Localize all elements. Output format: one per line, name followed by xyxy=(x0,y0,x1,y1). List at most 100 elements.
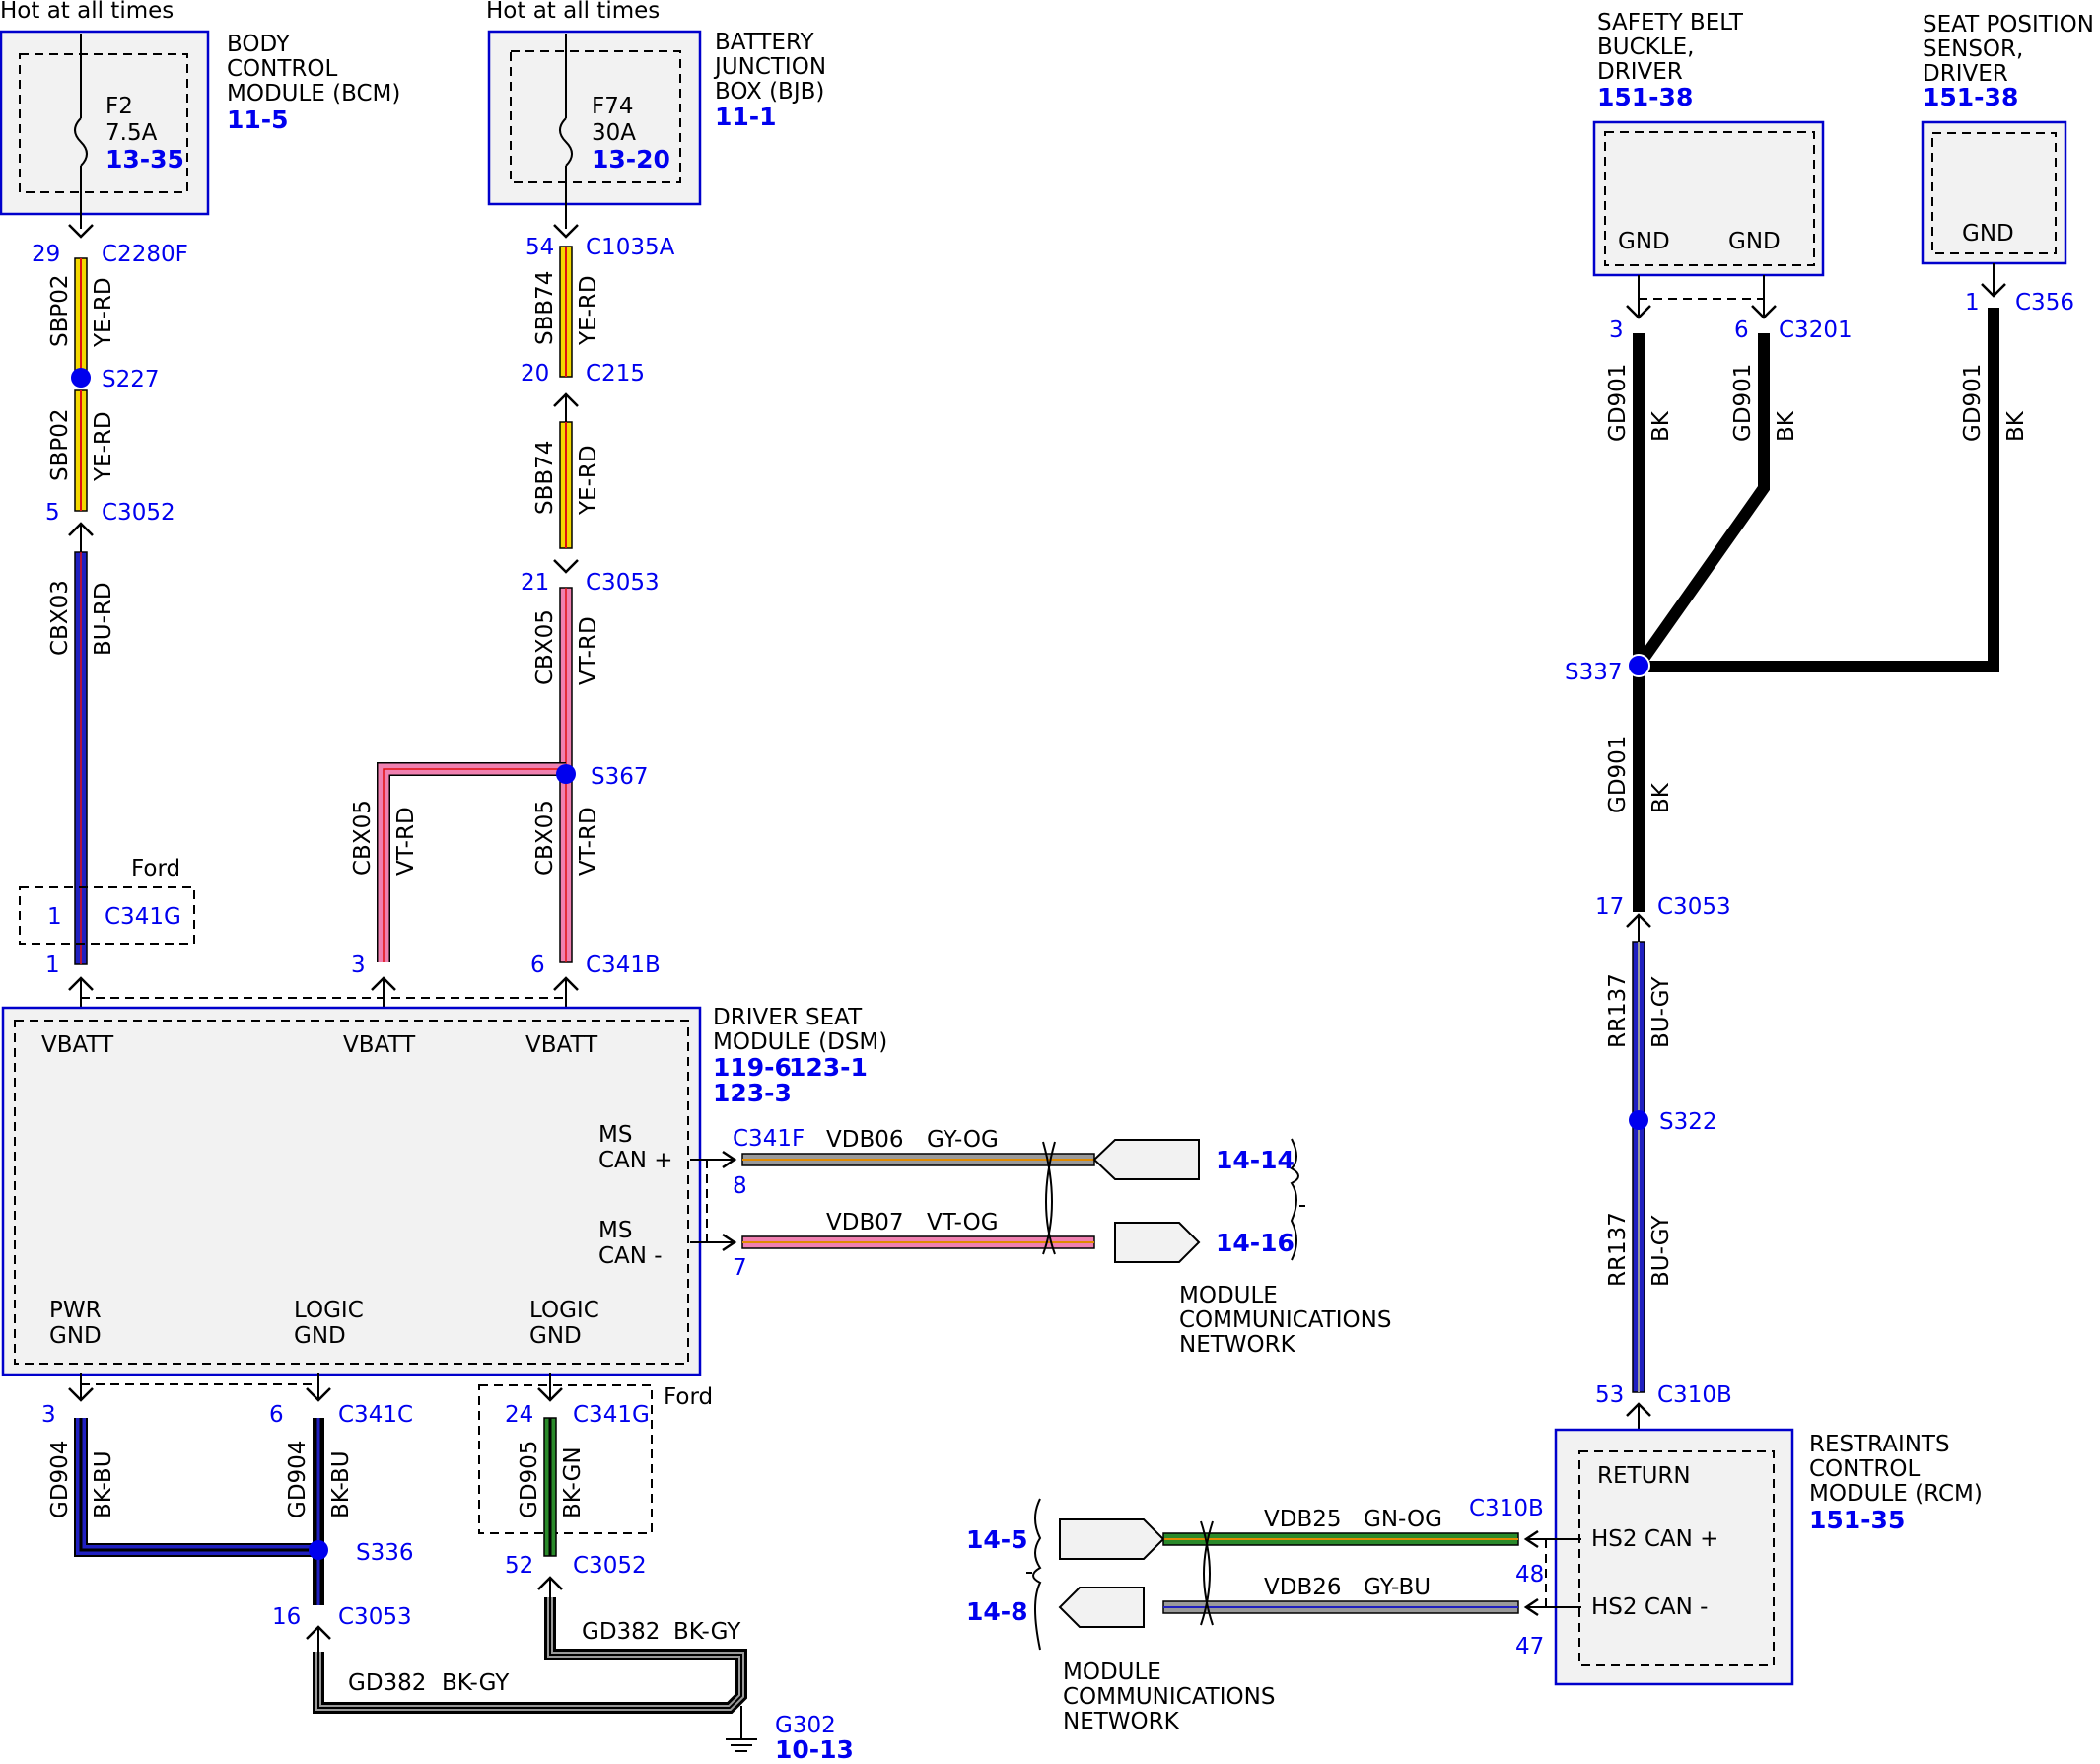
mcn-label-2: COMMUNICATIONS xyxy=(1179,1307,1391,1333)
connector-c3201[interactable]: C3201 xyxy=(1779,318,1853,343)
connector-arrow-icon xyxy=(1523,1597,1539,1617)
splice-label-s336[interactable]: S336 xyxy=(356,1540,414,1566)
fuse-f2-amp: 7.5A xyxy=(105,120,158,146)
wire-label-gd901: GD901 xyxy=(1605,364,1631,442)
hot-label-bcm: Hot at all times xyxy=(0,0,174,24)
fuse-f2-ref[interactable]: 13-35 xyxy=(105,145,184,174)
connector-c356[interactable]: C356 xyxy=(2015,290,2074,316)
dsm-pin-can-plus: CAN + xyxy=(598,1148,673,1173)
connector-c310b[interactable]: C310B xyxy=(1469,1496,1544,1521)
connector-c341g[interactable]: C341G xyxy=(105,904,181,930)
connector-arrow-icon xyxy=(537,1387,563,1402)
wire-label-rr137: RR137 xyxy=(1605,1212,1631,1287)
connector-arrow-icon xyxy=(306,1387,331,1402)
bjb-title-3: BOX (BJB) xyxy=(715,79,824,105)
twisted-pair-icon xyxy=(1200,1520,1214,1626)
wire-label-sbb74: SBB74 xyxy=(532,271,558,345)
rcm-ref[interactable]: 151-35 xyxy=(1809,1506,1905,1534)
belt-ref[interactable]: 151-38 xyxy=(1597,83,1693,111)
ground-g302[interactable]: G302 xyxy=(775,1713,836,1738)
connector-c341c[interactable]: C341C xyxy=(338,1402,413,1428)
connector-c341b[interactable]: C341B xyxy=(586,953,661,978)
pin-8: 8 xyxy=(733,1173,747,1199)
connector-c3052[interactable]: C3052 xyxy=(102,500,175,526)
dsm-pin-gnd: GND xyxy=(294,1323,346,1349)
connector-c341f[interactable]: C341F xyxy=(733,1126,805,1152)
bcm-title-3: MODULE (BCM) xyxy=(227,81,400,106)
wire-color-vt-rd: VT-RD xyxy=(576,616,601,685)
ms-can-wires: C341F 8 7 VDB06 GY-OG VDB07 VT-OG 14-14 … xyxy=(690,1126,1391,1358)
dsm-box xyxy=(1,1006,702,1376)
connector-arrow-icon xyxy=(553,559,579,574)
belt-pin-gnd: GND xyxy=(1728,229,1781,254)
connector-arrow-icon xyxy=(1751,305,1777,319)
connector-c310b[interactable]: C310B xyxy=(1657,1382,1732,1408)
wire-color-ye-rd: YE-RD xyxy=(576,275,601,346)
splice-label-s227[interactable]: S227 xyxy=(102,367,160,392)
wire-bjb-dsm: 54 C1035A SBB74 YE-RD 20 C215 SBB74 YE-R… xyxy=(81,224,675,1011)
seatpos-title-1: SEAT POSITION xyxy=(1923,12,2094,37)
wire-label-gd904: GD904 xyxy=(285,1441,311,1518)
connector-c3053[interactable]: C3053 xyxy=(1657,894,1731,920)
pin-21: 21 xyxy=(521,570,549,596)
dsm-pin-gnd: GND xyxy=(529,1323,582,1349)
pin-3: 3 xyxy=(1609,318,1624,343)
seatpos-title-3: DRIVER xyxy=(1923,61,2008,87)
bcm-title-2: CONTROL xyxy=(227,56,338,82)
wire-label-cbx05: CBX05 xyxy=(350,800,376,876)
twisted-pair-icon xyxy=(1042,1141,1056,1255)
fuse-f74: F74 xyxy=(592,94,634,119)
splice-label-s322[interactable]: S322 xyxy=(1659,1109,1717,1135)
ground-ref[interactable]: 10-13 xyxy=(775,1735,854,1764)
pin-3: 3 xyxy=(41,1402,56,1428)
dsm-ref-1[interactable]: 119-6 xyxy=(713,1053,792,1082)
wire-label-gd901: GD901 xyxy=(1730,364,1756,442)
belt-title-3: DRIVER xyxy=(1597,59,1683,85)
connector-c341g[interactable]: C341G xyxy=(573,1402,650,1428)
bjb-module: Hot at all times F74 30A 13-20 BATTERY J… xyxy=(486,0,826,229)
right-ground-wires: 3 6 C3201 1 C356 GD901 BK GD901 BK GD901… xyxy=(1565,263,2074,1451)
belt-buckle-module: SAFETY BELT BUCKLE, DRIVER 151-38 GND GN… xyxy=(1592,10,1825,277)
fuse-f74-ref[interactable]: 13-20 xyxy=(592,145,670,174)
connector-c215[interactable]: C215 xyxy=(586,361,645,387)
dsm-title-2: MODULE (DSM) xyxy=(713,1029,887,1055)
dsm-pin-vbatt: VBATT xyxy=(525,1032,598,1058)
wire-label-sbp02: SBP02 xyxy=(47,408,73,481)
wire-color-bk-gy: BK-GY xyxy=(673,1619,741,1645)
splice-label-s337[interactable]: S337 xyxy=(1565,660,1623,685)
ref-14-8[interactable]: 14-8 xyxy=(966,1597,1028,1626)
connector-c3053[interactable]: C3053 xyxy=(586,570,660,596)
wire-color-bk: BK xyxy=(2003,410,2029,442)
dsm-ref-2[interactable]: 123-1 xyxy=(789,1053,868,1082)
dsm-pin-gnd: GND xyxy=(49,1323,102,1349)
connector-c2280f[interactable]: C2280F xyxy=(102,242,188,267)
dsm-ref-3[interactable]: 123-3 xyxy=(713,1079,792,1107)
brace-icon xyxy=(1290,1138,1305,1261)
seatpos-ref[interactable]: 151-38 xyxy=(1923,83,2018,111)
dsm-pin-pwr: PWR xyxy=(49,1298,102,1323)
bjb-ref[interactable]: 11-1 xyxy=(715,103,777,131)
connector-arrow-icon xyxy=(68,1387,94,1402)
fuse-f74-amp: 30A xyxy=(592,120,636,146)
connector-c3053[interactable]: C3053 xyxy=(338,1604,412,1630)
wire-color-bk-gn: BK-GN xyxy=(560,1446,586,1518)
wire-label-gd901: GD901 xyxy=(1605,736,1631,813)
belt-pin-gnd: GND xyxy=(1618,229,1670,254)
connector-arrow-icon xyxy=(68,224,94,239)
pin-52: 52 xyxy=(505,1553,533,1579)
splice-s337 xyxy=(1627,654,1650,677)
pin-1: 1 xyxy=(1965,290,1980,316)
ref-14-16[interactable]: 14-16 xyxy=(1216,1229,1295,1257)
splice-label-s367[interactable]: S367 xyxy=(591,764,649,790)
ref-14-5[interactable]: 14-5 xyxy=(966,1525,1028,1554)
network-connector-icon xyxy=(1059,1518,1165,1560)
inline-connector-c341g xyxy=(478,1384,653,1534)
dsm-pin-vbatt: VBATT xyxy=(41,1032,114,1058)
connector-c1035a[interactable]: C1035A xyxy=(586,235,675,260)
mcn-label-3: NETWORK xyxy=(1179,1332,1296,1358)
connector-c3052[interactable]: C3052 xyxy=(573,1553,647,1579)
fuse-icon xyxy=(74,117,88,167)
bcm-ref[interactable]: 11-5 xyxy=(227,106,289,134)
bcm-box xyxy=(0,30,210,216)
ref-14-14[interactable]: 14-14 xyxy=(1216,1146,1295,1174)
